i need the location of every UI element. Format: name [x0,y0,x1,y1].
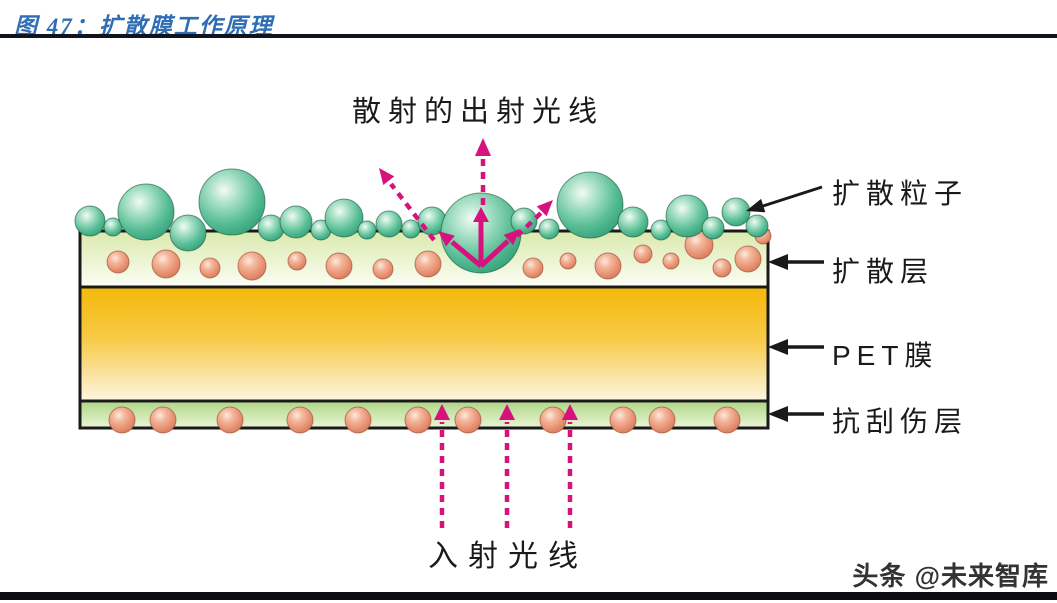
label-pet-film: PET膜 [832,340,939,371]
orange-particle [287,251,307,271]
orange-particle [594,252,622,280]
label-incident-light: 入射光线 [428,540,588,573]
green-diffusion-particle [401,219,421,239]
orange-particle [559,252,577,270]
bottom-orange-particle [108,406,136,434]
watermark-text: 头条 @未来智库 [852,561,1049,591]
label-scattered-light: 散射的出射光线 [352,96,605,128]
bottom-orange-particle [648,406,676,434]
bottom-orange-particle [344,406,372,434]
bottom-orange-particle [609,406,637,434]
green-diffusion-particle [745,214,769,238]
orange-particle [734,245,762,273]
label-diffusion-particle: 扩散粒子 [832,178,969,209]
bottom-orange-particle [286,406,314,434]
green-diffusion-particle [538,218,560,240]
bottom-orange-particle [713,406,741,434]
orange-particle [522,257,544,279]
bottom-bar [0,592,1057,600]
orange-particle [633,244,653,264]
annotation-arrows [746,185,824,422]
green-diffusion-particle [324,198,364,238]
green-diffusion-particle [279,205,313,239]
green-diffusion-particle [665,194,709,238]
green-diffusion-particle [117,183,175,241]
label-anti-scratch: 抗刮伤层 [832,406,969,437]
green-diffusion-particle [701,216,725,240]
label-diffusion-layer: 扩散层 [832,256,935,287]
orange-particle [237,251,267,281]
green-diffusion-particle [74,205,106,237]
title-underline [0,34,1057,38]
incident-ray-arrows [434,404,578,528]
green-diffusion-particle [375,210,403,238]
scattered-ray-arrows [438,207,520,268]
green-diffusion-particle [357,220,377,240]
exit-ray-dashed-arrows [379,138,553,242]
orange-particle [414,250,442,278]
orange-particle [372,258,394,280]
orange-particle [662,252,680,270]
orange-particle [325,252,353,280]
bottom-orange-particle [404,406,432,434]
orange-particles-group [106,227,772,281]
orange-particle [199,257,221,279]
green-diffusion-particle [198,168,266,236]
orange-particle [151,249,181,279]
green-diffusion-particle [169,214,207,252]
bottom-particles-group [108,406,741,434]
orange-particle [712,258,732,278]
green-diffusion-particle [510,207,538,235]
green-diffusion-particle [721,197,751,227]
green-particles-group [74,168,769,274]
green-diffusion-particle [617,206,649,238]
bottom-orange-particle [454,406,482,434]
bottom-orange-particle [216,406,244,434]
bottom-orange-particle [149,406,177,434]
green-diffusion-particle [556,171,624,239]
pet-film-layer [78,285,770,403]
orange-particle [106,250,130,274]
